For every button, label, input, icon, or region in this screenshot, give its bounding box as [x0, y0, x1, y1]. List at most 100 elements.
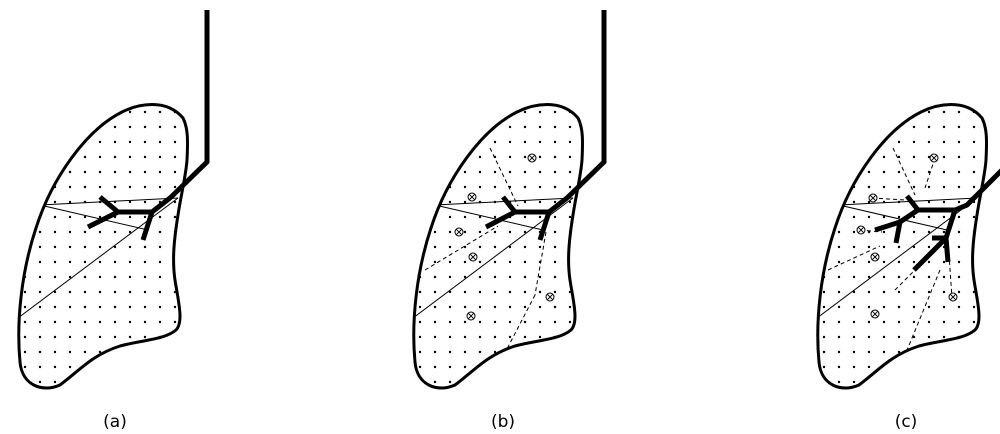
- sample-dot: [84, 306, 86, 308]
- sample-dot: [898, 291, 900, 293]
- sample-dot: [883, 171, 885, 173]
- sample-dot: [449, 321, 451, 323]
- sample-dot: [99, 141, 101, 143]
- sample-dot: [24, 111, 26, 113]
- sample-dot: [39, 381, 41, 383]
- center-marker-icon: [467, 312, 475, 320]
- sample-dot: [838, 231, 840, 233]
- sample-dot: [54, 321, 56, 323]
- sample-dot: [39, 246, 41, 248]
- sample-dot: [494, 141, 496, 143]
- sample-dot: [539, 276, 541, 278]
- sample-dot: [449, 111, 451, 113]
- sample-dot: [943, 291, 945, 293]
- sample-dot: [524, 351, 526, 353]
- sample-dot: [524, 336, 526, 338]
- sample-dot: [434, 276, 436, 278]
- sample-dot: [39, 141, 41, 143]
- sample-dot: [509, 276, 511, 278]
- sample-dot: [943, 381, 945, 383]
- sample-dot: [129, 246, 131, 248]
- sample-dot: [988, 141, 990, 143]
- sample-dot: [973, 186, 975, 188]
- sample-dot: [479, 351, 481, 353]
- sample-dot: [823, 381, 825, 383]
- sample-dot: [838, 276, 840, 278]
- sample-dot: [84, 246, 86, 248]
- sample-dot: [524, 171, 526, 173]
- sample-dot: [69, 336, 71, 338]
- sample-dot: [524, 216, 526, 218]
- sample-dot: [84, 336, 86, 338]
- sample-dot: [144, 336, 146, 338]
- sample-dot: [913, 111, 915, 113]
- sample-dot: [898, 381, 900, 383]
- sample-dot: [129, 291, 131, 293]
- sample-dot: [189, 276, 191, 278]
- sample-dot: [464, 351, 466, 353]
- sample-dot: [114, 171, 116, 173]
- sample-dot: [853, 126, 855, 128]
- sample-dot: [129, 306, 131, 308]
- sample-dot: [958, 381, 960, 383]
- sample-dot: [928, 351, 930, 353]
- sample-dot: [464, 306, 466, 308]
- sample-dot: [943, 156, 945, 158]
- sample-dot: [943, 126, 945, 128]
- sample-dot: [913, 186, 915, 188]
- sample-dot: [54, 126, 56, 128]
- sample-dot: [554, 156, 556, 158]
- sample-dot: [174, 381, 176, 383]
- sample-dot: [464, 111, 466, 113]
- sample-dot: [913, 276, 915, 278]
- sample-dot: [479, 246, 481, 248]
- sample-dot: [569, 336, 571, 338]
- sample-dot: [144, 306, 146, 308]
- sample-dot: [898, 336, 900, 338]
- sample-dot: [84, 111, 86, 113]
- sample-dot: [114, 381, 116, 383]
- sample-dot: [144, 126, 146, 128]
- sample-dot: [868, 381, 870, 383]
- sample-dot: [868, 171, 870, 173]
- sample-dot: [434, 336, 436, 338]
- sample-dot: [144, 351, 146, 353]
- sample-dot: [853, 111, 855, 113]
- sample-dot: [973, 126, 975, 128]
- sample-dot: [569, 366, 571, 368]
- sample-dot: [434, 111, 436, 113]
- sample-dot: [464, 381, 466, 383]
- sample-dot: [114, 231, 116, 233]
- sample-dot: [129, 201, 131, 203]
- sample-dot: [159, 366, 161, 368]
- center-marker-icon: [930, 154, 938, 162]
- sample-dot: [494, 306, 496, 308]
- sample-dot: [838, 201, 840, 203]
- sample-dot: [69, 231, 71, 233]
- sample-dot: [419, 291, 421, 293]
- sample-dot: [84, 231, 86, 233]
- sample-dot: [449, 171, 451, 173]
- sample-dot: [539, 171, 541, 173]
- sample-dot: [569, 141, 571, 143]
- sample-dot: [868, 261, 870, 263]
- sample-dot: [174, 156, 176, 158]
- sample-dot: [129, 111, 131, 113]
- sample-dot: [913, 351, 915, 353]
- sample-dot: [449, 156, 451, 158]
- sample-dot: [144, 321, 146, 323]
- sample-dot: [524, 126, 526, 128]
- sample-dot: [159, 351, 161, 353]
- sample-dot: [554, 231, 556, 233]
- sample-dot: [524, 276, 526, 278]
- sample-dot: [54, 231, 56, 233]
- sample-dot: [913, 381, 915, 383]
- sample-dot: [569, 351, 571, 353]
- panel-a: (a): [18, 10, 207, 432]
- sample-dot: [584, 156, 586, 158]
- sample-dot: [853, 276, 855, 278]
- sample-dot: [883, 111, 885, 113]
- sample-dot: [928, 111, 930, 113]
- sample-dot: [159, 141, 161, 143]
- sample-dot: [464, 336, 466, 338]
